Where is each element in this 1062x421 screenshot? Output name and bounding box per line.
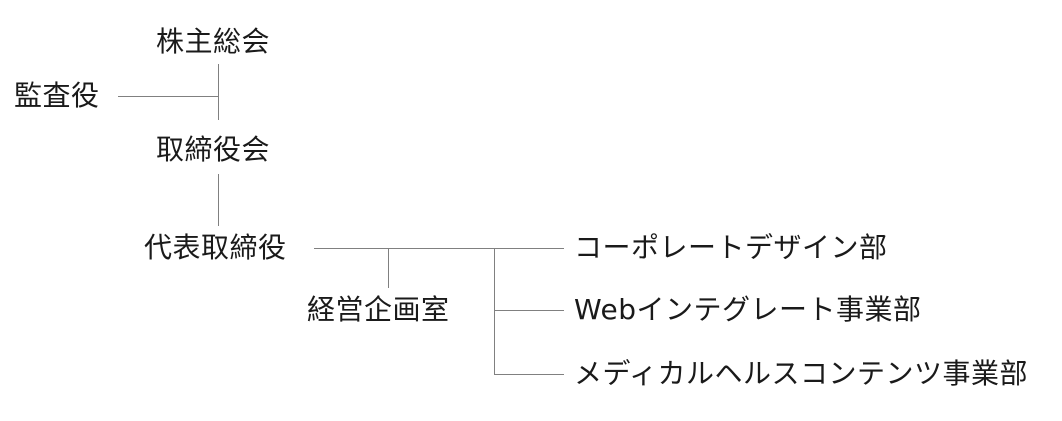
connector-department-web-integrate: [494, 310, 564, 311]
connector-planning-office: [388, 248, 389, 288]
node-auditor: 監査役: [14, 79, 100, 112]
node-representative-director: 代表取締役: [144, 231, 287, 264]
connector-departments-trunk: [494, 248, 495, 374]
connector-board-to-representative: [218, 174, 219, 226]
connector-department-medical-health-contents: [494, 374, 564, 375]
connector-representative-main: [314, 248, 564, 249]
node-board-of-directors: 取締役会: [156, 133, 271, 166]
node-shareholders-meeting: 株主総会: [156, 25, 271, 58]
connector-shareholders-to-board: [218, 64, 219, 120]
node-department-medical-health-contents: メディカルヘルスコンテンツ事業部: [574, 357, 1029, 390]
node-corporate-planning-office: 経営企画室: [307, 293, 450, 326]
node-department-web-integrate: Webインテグレート事業部: [574, 293, 922, 326]
node-department-corporate-design: コーポレートデザイン部: [574, 231, 888, 264]
connector-auditor: [118, 96, 218, 97]
